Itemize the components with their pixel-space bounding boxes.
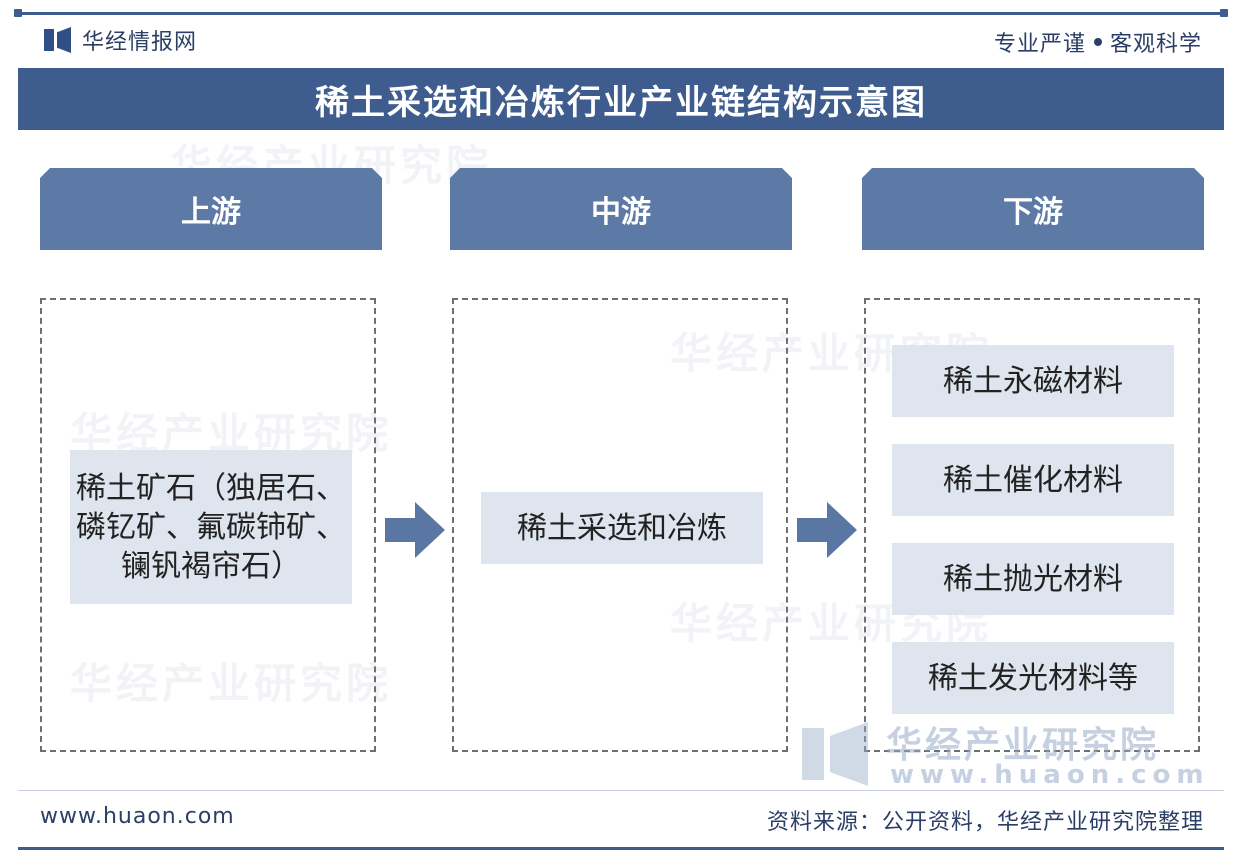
downstream-item: 稀土发光材料等 [892,642,1174,714]
column-header-downstream: 下游 [862,168,1204,250]
footer-source: 资料来源：公开资料，华经产业研究院整理 [766,810,1204,835]
upstream-box [40,298,376,752]
top-border [14,9,1228,17]
corner-watermark: 华经产业研究院 www.huaon.com [800,716,1203,792]
midstream-box [452,298,788,752]
slogan: 专业严谨 客观科学 [994,26,1202,58]
downstream-box [864,298,1200,752]
downstream-item: 稀土抛光材料 [892,543,1174,615]
brand-name: 华经情报网 [82,30,198,55]
brand: 华经情报网 [44,24,197,56]
column-header-midstream: 中游 [450,168,792,250]
column-header-upstream: 上游 [40,168,382,250]
arrow-right-icon [385,502,445,558]
slogan-left: 专业严谨 [993,32,1086,57]
footer-url[interactable]: www.huaon.com [40,804,235,829]
footer-divider [18,790,1224,791]
watermark-logo-icon [802,722,868,786]
watermark-url: www.huaon.com [890,760,1210,790]
midstream-item: 稀土采选和冶炼 [481,492,763,564]
upstream-item: 稀土矿石（独居石、磷钇矿、氟碳铈矿、镧钒褐帘石） [70,450,352,604]
downstream-item: 稀土永磁材料 [892,345,1174,417]
diagram-title: 稀土采选和冶炼行业产业链结构示意图 [18,68,1224,130]
slogan-right: 客观科学 [1109,32,1202,57]
bottom-border [18,847,1224,850]
downstream-item: 稀土催化材料 [892,444,1174,516]
watermark-brand: 华经产业研究院 [886,725,1160,766]
arrow-right-icon [797,502,857,558]
brand-logo-icon [44,27,72,53]
bullet-dot-icon [1093,38,1102,46]
